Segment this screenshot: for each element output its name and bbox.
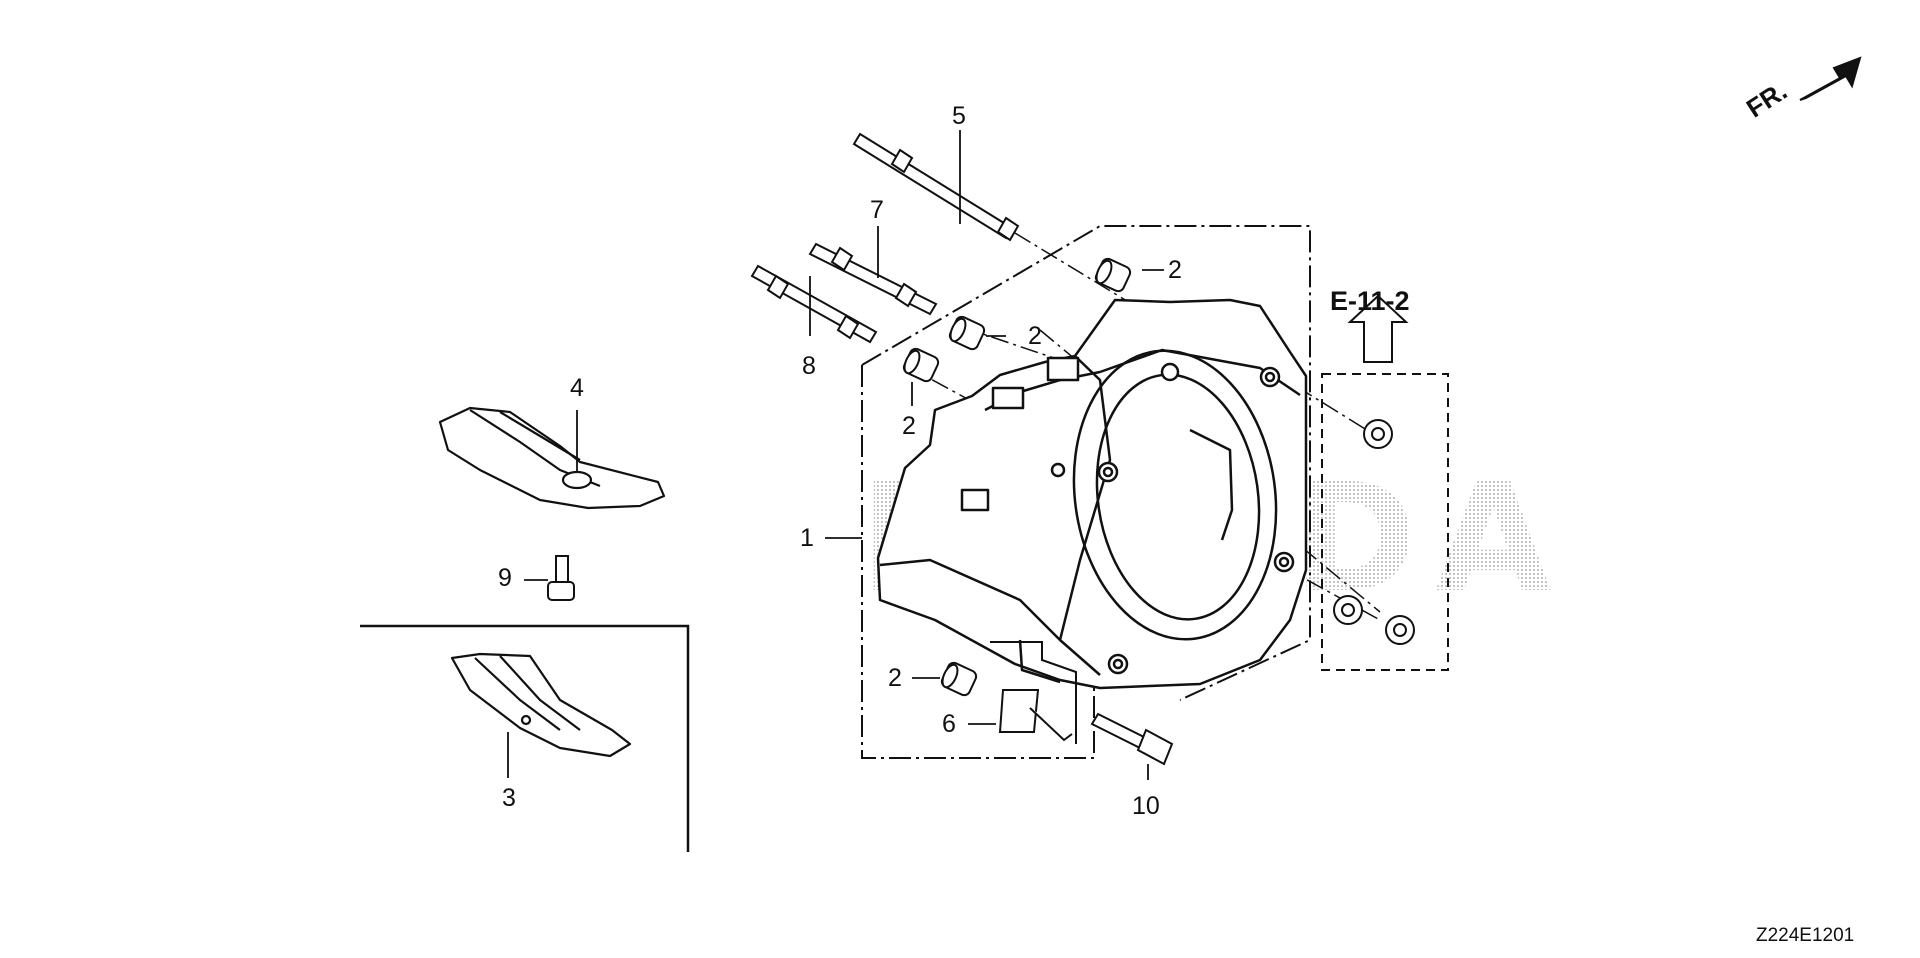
collars-2: [902, 257, 1132, 697]
reference-up-arrow: [1347, 294, 1409, 363]
nut-group-dashed-box: [1321, 373, 1449, 671]
callout-2-top: 2: [1168, 256, 1182, 284]
diagram-code: Z224E1201: [1756, 925, 1855, 946]
callout-8: 8: [802, 352, 816, 380]
bolt-9: [547, 555, 575, 601]
callout-5: 5: [952, 102, 966, 130]
clip-6: [990, 641, 1077, 744]
callout-3: 3: [502, 784, 516, 812]
callout-2-middle: 2: [1028, 322, 1042, 350]
callout-2-left: 2: [902, 412, 916, 440]
callout-2-bottom: 2: [888, 664, 902, 692]
section-divider: [360, 624, 690, 852]
stud-bolt-8: [750, 264, 878, 344]
callout-4: 4: [570, 374, 584, 402]
bolt-10: [1090, 712, 1174, 766]
front-direction-arrow: [1799, 56, 1862, 101]
guard-3: [450, 652, 632, 758]
guard-4: [438, 406, 666, 510]
assembly-boundary: [861, 225, 1311, 759]
leader-lines: [507, 130, 1164, 780]
flange-nuts: [1333, 419, 1415, 645]
fan-cover-shroud: [876, 298, 1308, 690]
callout-1: 1: [800, 524, 814, 552]
callout-9: 9: [498, 564, 512, 592]
stud-bolt-5: [852, 132, 1020, 242]
reference-label: E-11-2: [1330, 286, 1410, 316]
callout-6: 6: [942, 710, 956, 738]
callout-7: 7: [870, 196, 884, 224]
callout-10: 10: [1132, 792, 1160, 820]
stud-bolt-7: [808, 242, 938, 316]
